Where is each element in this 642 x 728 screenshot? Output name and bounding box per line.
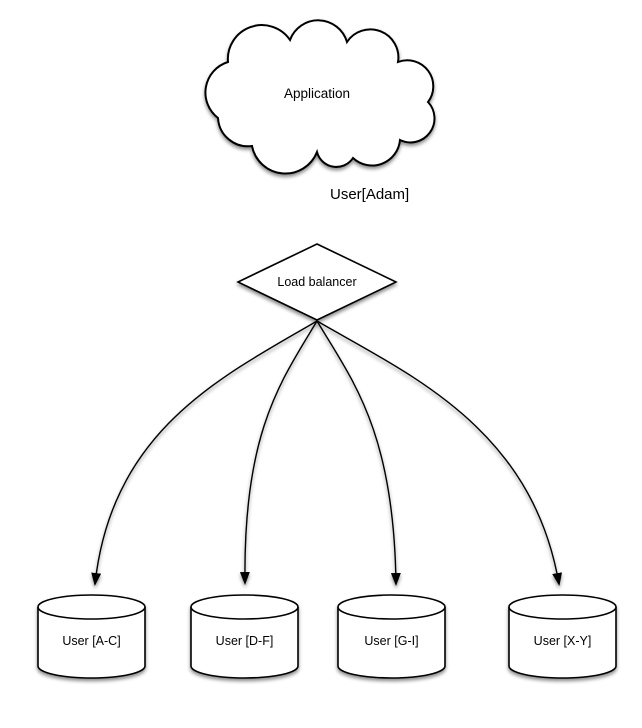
load-balancer-label: Load balancer bbox=[277, 275, 356, 289]
lb-to-shard-g-i-arrow bbox=[316, 320, 401, 586]
shard-user-a-c-node bbox=[37, 594, 146, 679]
cylinder-top bbox=[508, 594, 617, 620]
application-label: Application bbox=[284, 86, 350, 101]
application-cloud-node bbox=[204, 19, 436, 175]
diamond-shape bbox=[236, 243, 398, 321]
cylinder-top bbox=[190, 594, 299, 620]
cylinder-body bbox=[508, 607, 617, 679]
shard-user-a-c-label: User [A-C] bbox=[62, 634, 120, 648]
lb-to-shards-connectors bbox=[91, 320, 563, 586]
shard-user-g-i-node bbox=[337, 594, 446, 679]
cylinder-top bbox=[37, 594, 146, 620]
lb-to-shard-x-y-arrow bbox=[316, 320, 563, 586]
cylinder-body bbox=[190, 607, 299, 679]
load-balancer-node bbox=[236, 243, 398, 321]
cylinder-body bbox=[337, 607, 446, 679]
shard-user-d-f-label: User [D-F] bbox=[216, 634, 274, 648]
cylinder-top bbox=[337, 594, 446, 620]
edge-label-user-adam: User[Adam] bbox=[330, 186, 409, 203]
shard-user-x-y-node bbox=[508, 594, 617, 679]
shard-user-x-y-label: User [X-Y] bbox=[534, 634, 592, 648]
lb-to-shard-d-f-arrow bbox=[239, 320, 318, 585]
shard-user-g-i-label: User [G-I] bbox=[364, 634, 418, 648]
lb-to-shard-a-c-arrow bbox=[91, 320, 318, 586]
shard-user-d-f-node bbox=[190, 594, 299, 679]
cloud-shape bbox=[204, 19, 436, 175]
cylinder-body bbox=[37, 607, 146, 679]
